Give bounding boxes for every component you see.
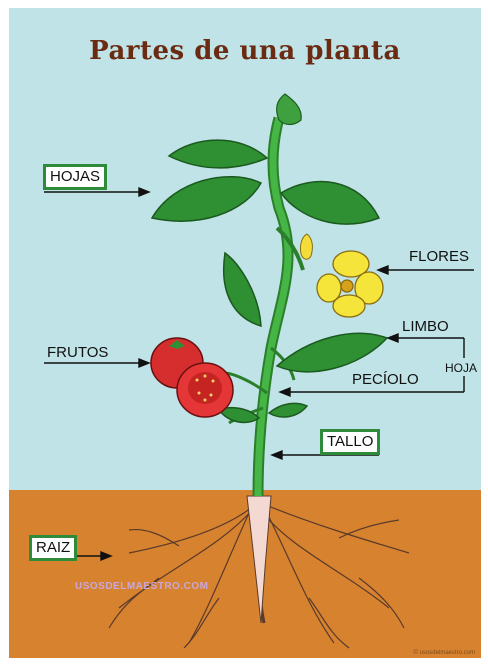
credit-text: © usosdelmaestro.com xyxy=(414,650,475,656)
plant-poster: Partes de una planta xyxy=(9,8,481,658)
label-peciolo: PECÍOLO xyxy=(352,371,419,389)
label-frutos: FRUTOS xyxy=(47,344,108,362)
flower xyxy=(317,251,383,317)
top-bud xyxy=(277,94,302,125)
watermark: USOSDELMAESTRO.COM xyxy=(75,581,208,592)
label-raiz: RAIZ xyxy=(29,535,77,561)
label-tallo: TALLO xyxy=(320,429,380,455)
label-flores: FLORES xyxy=(409,248,469,266)
label-hoja: HOJA xyxy=(445,359,477,377)
fruits xyxy=(151,338,233,417)
flower-bud xyxy=(300,234,312,259)
main-root xyxy=(247,496,271,623)
label-limbo: LIMBO xyxy=(402,318,449,336)
label-hojas: HOJAS xyxy=(43,164,107,190)
